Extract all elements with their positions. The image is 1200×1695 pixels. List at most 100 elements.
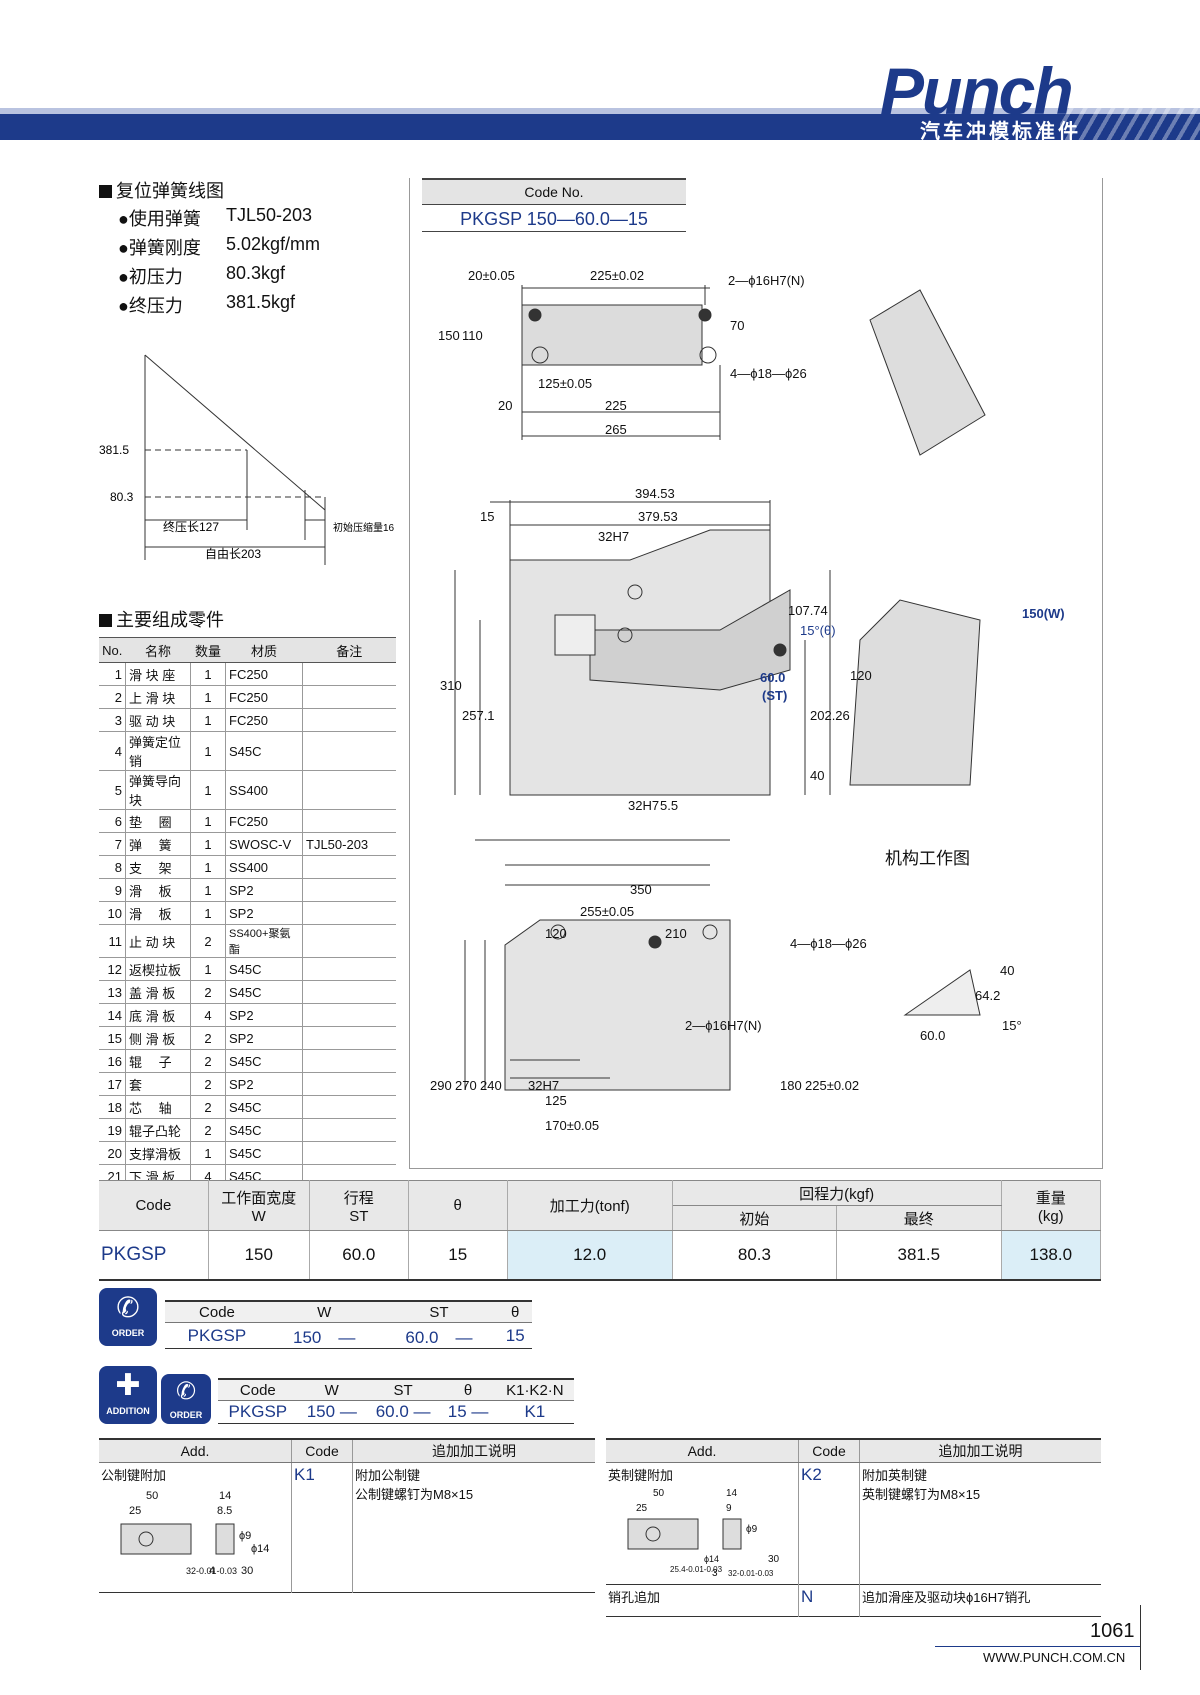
spec-h-theta: θ (408, 1180, 508, 1231)
part-name: 止 动 块 (125, 924, 191, 958)
right-dim-phi9: ϕ9 (746, 1524, 758, 1535)
add-w-val: 150 (306, 1402, 336, 1421)
part-no: 7 (99, 832, 126, 856)
part-name: 芯 轴 (125, 1095, 191, 1119)
dim-front-55: 5.5 (660, 798, 678, 813)
part-qty: 2 (190, 1095, 226, 1119)
part-qty: 2 (190, 1049, 226, 1073)
header-stripe (0, 108, 1200, 114)
add-left-desc2: 公制键螺钉为M8×15 (355, 1487, 474, 1502)
add-right-code2: N (798, 1584, 860, 1617)
part-qty: 2 (190, 924, 226, 958)
right-dim-14: 14 (726, 1488, 738, 1499)
part-name: 弹 簧 (125, 832, 191, 856)
dim-top-265: 265 (605, 422, 627, 437)
part-name: 驱 动 块 (125, 708, 191, 732)
mechanism-title: 机构工作图 (885, 849, 970, 868)
part-qty: 2 (190, 980, 226, 1004)
part-material: SS400 (225, 855, 303, 879)
part-qty: 1 (190, 957, 226, 981)
add-h-st: ST (365, 1378, 441, 1401)
part-remark (302, 878, 396, 902)
part-name: 盖 滑 板 (125, 980, 191, 1004)
add-st: 60.0 — (365, 1400, 441, 1424)
spec-h-init: 初始 (672, 1205, 838, 1231)
part-no: 14 (99, 1003, 126, 1027)
col-remark: 备注 (302, 637, 396, 663)
order-st: 60.0 — (379, 1322, 499, 1349)
right-dim-3: 3 (712, 1568, 718, 1579)
add-left-desc: 附加公制键 公制键螺钉为M8×15 (353, 1463, 596, 1593)
dim-top-20: 20±0.05 (468, 268, 515, 283)
part-name: 底 滑 板 (125, 1003, 191, 1027)
left-dim-25: 25 (129, 1505, 141, 1517)
dim-front-379: 379.53 (638, 509, 678, 524)
spec-h-weight-label: 重量 (1035, 1189, 1066, 1207)
part-material: FC250 (225, 708, 303, 732)
dim-top-hole2: 4—ϕ18—ϕ26 (730, 366, 807, 381)
part-material: SP2 (225, 878, 303, 902)
part-material: SP2 (225, 1003, 303, 1027)
parts-section-title: 主要组成零件 (99, 606, 224, 632)
left-dim-phi14: ϕ14 (251, 1543, 269, 1555)
dim-front-310: 310 (440, 678, 462, 693)
part-qty: 1 (190, 662, 226, 686)
part-name: 弹簧导向块 (125, 770, 191, 810)
dim-front-32h7b: 32H7 (628, 798, 659, 813)
part-no: 4 (99, 731, 126, 771)
part-no: 18 (99, 1095, 126, 1119)
col-material: 材质 (225, 637, 303, 663)
part-remark (302, 901, 396, 925)
part-qty: 1 (190, 855, 226, 879)
order-w: 150 — (268, 1322, 380, 1349)
part-qty: 1 (190, 770, 226, 810)
spec-value: 80.3kgf (226, 263, 286, 283)
part-material: SP2 (225, 1026, 303, 1050)
spec-st: 60.0 (309, 1230, 409, 1281)
part-material: SP2 (225, 901, 303, 925)
dim-side-120: 120 (850, 668, 872, 683)
part-name: 辊子凸轮 (125, 1118, 191, 1142)
left-dim-phi9: ϕ9 (239, 1530, 251, 1542)
part-material: S45C (225, 731, 303, 771)
part-remark (302, 1095, 396, 1119)
spec-final: 381.5 (836, 1230, 1002, 1281)
spec-weight: 138.0 (1001, 1230, 1102, 1281)
left-dim-32: 32-0.01-0.03 (186, 1566, 237, 1576)
spec-h-weight: 重量(kg) (1001, 1180, 1102, 1231)
dim-top-hole1: 2—ϕ16H7(N) (728, 273, 805, 288)
spec-data-row: PKGSP 150 60.0 15 12.0 80.3 381.5 138.0 (99, 1230, 1102, 1281)
part-remark (302, 770, 396, 810)
add-right-desc1: 附加英制键 (862, 1468, 928, 1483)
mech-40: 40 (1000, 963, 1014, 978)
add-right-code: K2 (798, 1462, 860, 1585)
bottom-view-body (504, 919, 731, 1091)
graph-y2: 80.3 (110, 490, 134, 504)
mech-15: 15° (1002, 1018, 1022, 1033)
part-qty: 4 (190, 1003, 226, 1027)
add-right-name2: 销孔追加 (606, 1584, 799, 1617)
right-dim-9: 9 (726, 1503, 732, 1514)
part-remark (302, 1026, 396, 1050)
order-sep: — (471, 1402, 489, 1421)
part-remark (302, 1141, 396, 1165)
footer-divider (1140, 1605, 1141, 1670)
order-w-val: 150 (293, 1328, 322, 1347)
col-no: No. (99, 637, 126, 663)
add-table-right: Add. Code 追加加工说明 英制键附加 50 25 14 9 25.4-0… (606, 1438, 1101, 1617)
dim-bot-pin: 2—ϕ16H7(N) (685, 1018, 762, 1033)
part-qty: 1 (190, 685, 226, 709)
part-remark (302, 855, 396, 879)
left-dim-85: 8.5 (217, 1505, 232, 1517)
brand-logo: Punch (880, 54, 1074, 128)
dim-top-225: 225±0.02 (590, 268, 644, 283)
order-badge-small: ✆ ORDER (161, 1374, 211, 1424)
dim-front-st: (ST) (762, 688, 787, 703)
phone-icon: ✆ (175, 1378, 197, 1405)
